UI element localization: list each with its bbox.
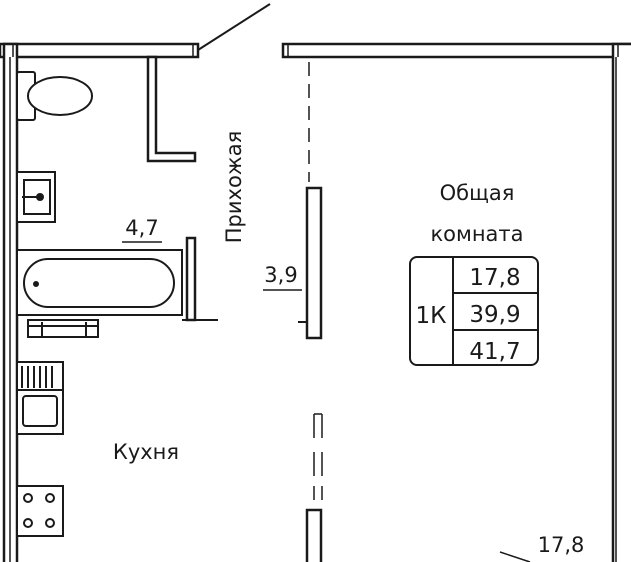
- washbasin-icon: [16, 171, 56, 223]
- right-wall: [611, 42, 631, 562]
- bottom-room-area-label: 17,8: [538, 533, 585, 557]
- total-area-value: 41,7: [469, 339, 520, 365]
- window-marks: [9, 44, 619, 562]
- unit-type-label: 1К: [416, 303, 447, 329]
- entry-door-swing: [197, 3, 271, 51]
- appliance-icon: [27, 319, 99, 338]
- area-summary-box: [409, 256, 539, 366]
- total-area-no-balcony-value: 39,9: [469, 302, 520, 328]
- common-room-label-line2: комната: [430, 222, 523, 246]
- living-area-value: 17,8: [469, 265, 520, 291]
- bathtub-icon: [16, 249, 218, 321]
- top-wall-right: [281, 42, 631, 59]
- kitchen-sink-icon: [16, 361, 64, 435]
- bath-wall-stub: [185, 236, 197, 322]
- hallway-partition-lower: [305, 508, 323, 562]
- bathroom-partition: [146, 55, 197, 163]
- hallway-label: Прихожая: [222, 131, 246, 243]
- area-underlines: [122, 241, 302, 291]
- common-room-label-line1: Общая: [440, 181, 515, 205]
- bottom-room-leader: [499, 551, 531, 562]
- bathroom-area-label: 4,7: [125, 216, 158, 240]
- zone-divider-lower: [313, 413, 323, 500]
- kitchen-label: Кухня: [113, 440, 179, 464]
- stove-icon: [16, 485, 64, 537]
- top-wall-left: [0, 42, 200, 59]
- hallway-partition-upper: [305, 186, 323, 340]
- hallway-area-label: 3,9: [264, 263, 297, 287]
- toilet-icon: [16, 71, 93, 121]
